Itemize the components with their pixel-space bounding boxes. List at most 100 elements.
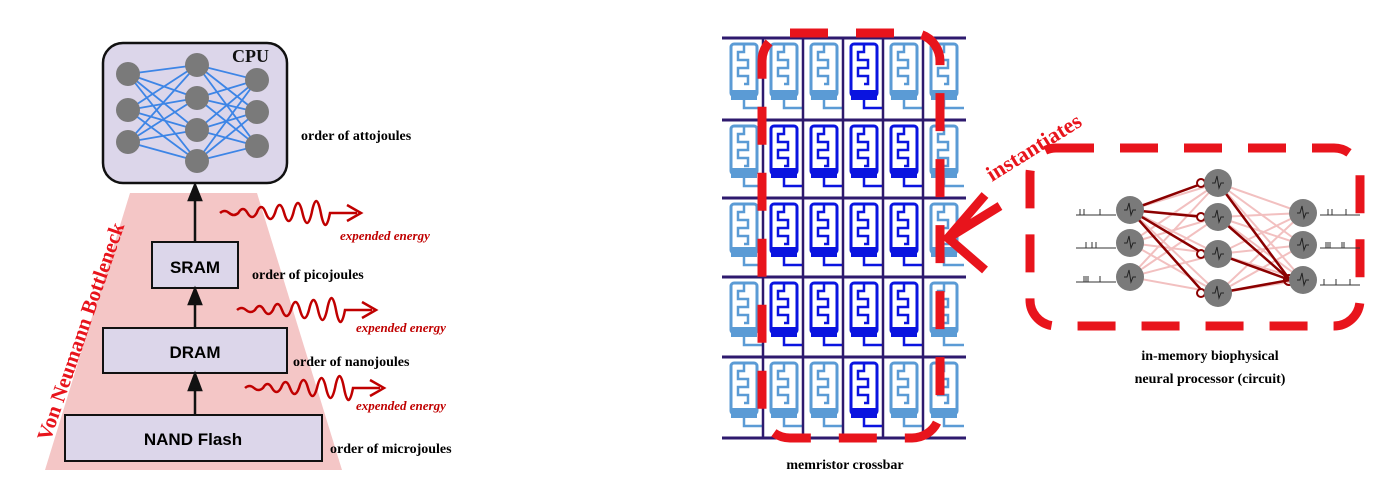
faint-synapse <box>1129 182 1219 278</box>
memristor-cell <box>809 281 844 347</box>
neuron-node <box>185 86 209 110</box>
memristor-cell <box>729 361 764 428</box>
connection <box>196 79 258 131</box>
faint-synapse <box>1217 182 1304 214</box>
neuron-node <box>245 134 269 158</box>
spike-train-icon <box>1320 209 1360 216</box>
connection <box>127 73 198 99</box>
neuron-node <box>116 98 140 122</box>
neuron-node <box>245 68 269 92</box>
faint-synapse <box>1217 216 1304 246</box>
action-potential-icon <box>1212 209 1224 224</box>
faint-synapse <box>1217 212 1304 218</box>
energy-wave-icon <box>236 296 372 324</box>
instantiates-arrow-icon <box>941 192 1003 274</box>
active-synapse <box>1129 208 1205 256</box>
neuron-node <box>116 130 140 154</box>
nand-flash-box <box>64 414 323 462</box>
memristor-cell <box>809 361 844 428</box>
memristor-cell <box>889 202 924 267</box>
neuron-node <box>185 149 209 173</box>
arrowhead-icon <box>361 300 379 320</box>
synapse-terminal <box>1196 212 1206 222</box>
neuron-node <box>185 118 209 142</box>
dram-energy-text: order of nanojoules <box>293 355 410 370</box>
cpu-energy-text: order of attojoules <box>301 129 412 144</box>
neuron-node <box>185 53 209 77</box>
neuron-node <box>116 62 140 86</box>
memristor-cell <box>849 202 884 267</box>
nand-energy-text: order of microjoules <box>330 442 452 457</box>
action-potential-icon <box>1297 272 1309 287</box>
spike-train-icon <box>1320 242 1360 249</box>
crossbar-caption: memristor crossbar <box>786 458 903 473</box>
memristor-cell <box>849 361 884 428</box>
arrowhead-icon <box>369 378 387 398</box>
action-potential-icon <box>1297 237 1309 252</box>
connection <box>196 111 258 162</box>
memristor-cell <box>889 281 924 347</box>
memristor-cell <box>849 42 884 110</box>
active-synapse <box>1129 209 1205 294</box>
memristor-cell <box>769 281 804 347</box>
memristor-cell <box>889 124 924 188</box>
neuron-node <box>245 100 269 124</box>
sram-energy-text: order of picojoules <box>252 268 364 283</box>
memristor-cell <box>769 202 804 267</box>
expended-energy-label: expended energy <box>356 398 446 413</box>
connection <box>127 64 198 111</box>
synapse-terminal <box>1196 249 1206 259</box>
processor-caption-line1: in-memory biophysical <box>1141 349 1278 364</box>
nand-flash-label: NAND Flash <box>144 430 242 449</box>
memristor-cell <box>929 281 964 347</box>
connection <box>196 79 258 162</box>
action-potential-icon <box>1212 175 1224 190</box>
expended-energy-label: expended energy <box>340 228 430 243</box>
cpu-label: CPU <box>232 46 269 66</box>
crossbar-selection-dashed-box <box>757 28 945 443</box>
memristor-cell <box>849 124 884 188</box>
processor-caption-line2: neural processor (circuit) <box>1135 372 1286 387</box>
memristor-cell <box>889 361 924 428</box>
memristor-cell <box>769 124 804 188</box>
memristor-cell <box>729 281 764 347</box>
memristor-cell <box>809 202 844 267</box>
memristor-cell <box>729 42 764 110</box>
memristor-cell <box>769 361 804 428</box>
faint-synapse <box>1129 216 1219 278</box>
cpu-neural-network-icon <box>116 53 269 173</box>
arrowhead-icon <box>346 203 364 223</box>
memristor-cell <box>889 42 924 110</box>
energy-wave-icon <box>244 374 380 402</box>
biophysical-neural-network <box>1076 169 1360 307</box>
action-potential-icon <box>1124 202 1136 217</box>
action-potential-icon <box>1212 246 1224 261</box>
action-potential-icon <box>1212 285 1224 300</box>
connection <box>127 97 198 143</box>
memristor-cell <box>729 124 764 188</box>
dram-label: DRAM <box>170 343 221 362</box>
memristor-cell <box>809 124 844 188</box>
connection <box>127 73 198 162</box>
memristor-cell <box>809 42 844 110</box>
spike-train-icon <box>1076 242 1116 249</box>
spike-train-icon <box>1320 279 1360 286</box>
active-synapse <box>1217 216 1291 281</box>
sram-label: SRAM <box>170 258 220 277</box>
spike-train-icon <box>1076 209 1116 216</box>
action-potential-icon <box>1124 235 1136 250</box>
action-potential-icon <box>1124 269 1136 284</box>
faint-synapse <box>1129 242 1219 294</box>
synapse-terminal <box>1196 178 1206 188</box>
synapse-terminal <box>1196 288 1206 298</box>
processor-dashed-box <box>1025 143 1365 331</box>
data-flow-arrows <box>187 181 203 415</box>
faint-synapse <box>1129 209 1219 294</box>
spike-train-icon <box>1076 276 1116 283</box>
expended-energy-label: expended energy <box>356 320 446 335</box>
memristor-cell <box>729 202 764 267</box>
faint-synapse <box>1217 212 1304 255</box>
memristor-cell <box>769 42 804 110</box>
connection <box>127 73 198 131</box>
